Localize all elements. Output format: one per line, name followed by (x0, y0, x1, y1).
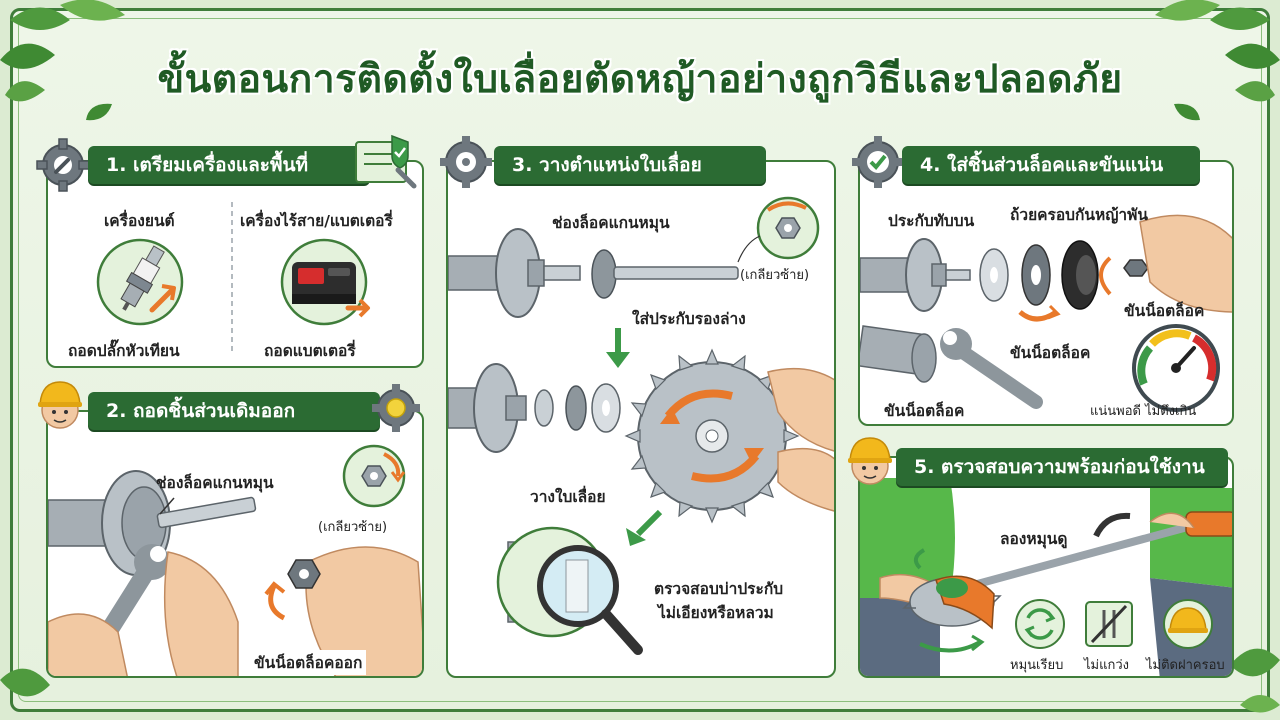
guard-cup-label: ถ้วยครอบกันหญ้าพัน (1010, 206, 1148, 224)
step3-lower-washer-label: ใส่ประกับรองล่าง (632, 310, 746, 328)
check-no-contact-label: ไม่ติดฝาครอบ (1146, 658, 1225, 673)
engine-action-label: ถอดปลั๊กหัวเทียน (68, 342, 180, 360)
step4-lock-nut-mid-label: ขันน็อตล็อค (1010, 344, 1091, 362)
gear-yellow-icon (372, 384, 420, 432)
step3-check-line2: ไม่เอียงหรือหลวม (658, 604, 774, 622)
gear-icon (36, 138, 90, 192)
leaf-bottom-left-icon (0, 668, 50, 697)
step3-thread-note: (เกลียวซ้าย) (740, 268, 810, 283)
step5-panel: ลองหมุนดู หมุนเรียบ ไม่แกว่ง ไม่ติดฝาครอ… (858, 456, 1234, 678)
leaf-top-right-icon (1155, 0, 1280, 102)
engine-label: เครื่องยนต์ (104, 212, 175, 230)
inner-frame (18, 18, 1262, 702)
step3-check-line1: ตรวจสอบบ่าประกับ (654, 580, 784, 598)
step3-heading: 3. วางตำแหน่งใบเลื่อย (494, 146, 766, 184)
worker-helmet-step5-icon (848, 437, 892, 485)
torque-note-label: แน่นพอดี ไม่ตึงเกิน (1090, 404, 1197, 419)
leaf-bottom-right-icon (1230, 648, 1280, 713)
cordless-action-label: ถอดแบตเตอรี่ (264, 342, 356, 360)
worker-helmet-icon (38, 381, 82, 429)
step2-spindle-lock-label: ช่องล็อคแกนหมุน (156, 474, 274, 492)
check-no-wobble-label: ไม่แกว่ง (1084, 658, 1130, 673)
step3-panel: ช่องล็อคแกนหมุน (เกลียวซ้าย) ใส่ประกับรอ… (446, 160, 836, 678)
step1-illustration (96, 202, 370, 352)
step4-illustration (860, 214, 1232, 412)
step5-heading: 5. ตรวจสอบความพร้อมก่อนใช้งาน (896, 448, 1228, 486)
try-spin-label: ลองหมุนดู (1000, 530, 1068, 548)
leaf-top-left-icon (0, 0, 125, 102)
step5-illustration (860, 478, 1232, 676)
step2-heading: 2. ถอดชิ้นส่วนเดิมออก (88, 392, 380, 430)
step4-heading: 4. ใส่ชิ้นส่วนล็อคและขันแน่น (902, 146, 1200, 184)
step3-spindle-lock-label: ช่องล็อคแกนหมุน (552, 214, 670, 232)
checklist-monitor-icon (355, 134, 417, 189)
check-smooth-label: หมุนเรียบ (1010, 658, 1064, 673)
step1-panel: เครื่องยนต์ ถอดปลั๊กหัวเทียน เครื่องไร้ส… (46, 160, 424, 368)
step2-illustration (48, 444, 422, 676)
step1-heading: 1. เตรียมเครื่องและพื้นที่ (88, 146, 370, 184)
page-title: ขั้นตอนการติดตั้งใบเลื่อยตัดหญ้าอย่างถูก… (157, 57, 1123, 102)
cordless-label: เครื่องไร้สาย/แบตเตอรี่ (240, 212, 393, 230)
upper-washer-label: ประกับทับบน (888, 212, 975, 230)
gear-check-icon (852, 136, 904, 188)
step3-place-blade-label: วางใบเลื่อย (530, 488, 606, 506)
small-leaf-left-icon (86, 103, 112, 121)
step4-panel: ประกับทับบน ถ้วยครอบกันหญ้าพัน ขันน็อตล็… (858, 160, 1234, 426)
small-leaf-right-icon (1174, 103, 1200, 121)
step3-illustration (448, 196, 834, 655)
step2-panel: ช่องล็อคแกนหมุน (เกลียวซ้าย) ขันน็อตล็อค… (46, 410, 424, 678)
step4-lock-nut-right-label: ขันน็อตล็อค (1124, 302, 1205, 320)
step2-remove-nut-label: ขันน็อตล็อคออก (250, 650, 367, 675)
step4-lock-nut-bottom-label: ขันน็อตล็อค (884, 402, 965, 420)
step2-thread-note: (เกลียวซ้าย) (318, 520, 388, 535)
gear-step3-icon (440, 136, 492, 188)
